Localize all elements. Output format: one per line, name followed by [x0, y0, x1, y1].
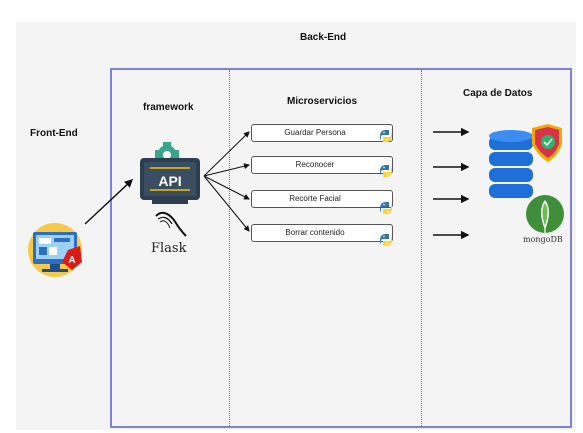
front-end-arrow: [84, 179, 134, 225]
python-icon: [380, 202, 392, 214]
service-reconocer[interactable]: Reconocer: [251, 156, 393, 174]
services-to-data-arrows: [433, 127, 470, 240]
service-label: Guardar Persona: [284, 128, 346, 137]
python-icon: [380, 130, 392, 142]
api-gear-icon: API: [140, 142, 200, 204]
mongodb-label: mongoDB: [523, 235, 563, 244]
back-end-title: Back-End: [300, 32, 347, 43]
service-label: Reconocer: [295, 160, 335, 169]
front-end-label: Front-End: [30, 128, 78, 139]
data-layer-label: Capa de Datos: [463, 88, 533, 99]
service-borrar-contenido[interactable]: Borrar contenido: [251, 224, 393, 242]
service-recorte-facial[interactable]: Recorte Facial: [251, 190, 393, 208]
service-guardar-persona[interactable]: Guardar Persona: [251, 124, 393, 142]
angular-monitor-icon: A: [28, 223, 82, 277]
python-icon: [380, 234, 392, 246]
api-label: API: [158, 173, 181, 189]
api-to-services-arrows: [203, 131, 250, 232]
flask-horn-icon: [155, 211, 187, 237]
database-shield-icon: [489, 124, 562, 198]
framework-label: framework: [143, 102, 194, 113]
svg-text:A: A: [68, 255, 75, 266]
service-label: Borrar contenido: [285, 228, 345, 237]
service-label: Recorte Facial: [289, 194, 341, 203]
python-icon: [380, 165, 392, 177]
microservices-label: Microservicios: [287, 96, 358, 107]
framework-divider: [229, 70, 230, 426]
flask-label: Flask: [151, 241, 187, 256]
mongodb-leaf-icon: [526, 195, 564, 233]
data-layer-divider: [421, 70, 422, 426]
back-end-container: [110, 68, 572, 428]
